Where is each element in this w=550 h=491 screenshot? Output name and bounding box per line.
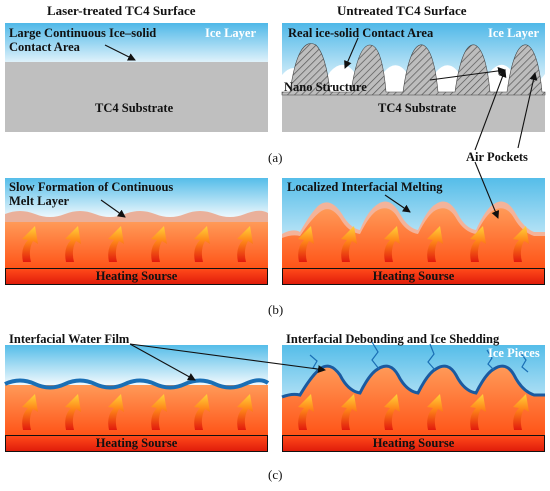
heat-arrow-icon [22, 226, 38, 262]
heat-arrow-icon [194, 394, 210, 430]
ice-crack [486, 349, 495, 371]
leader-water-film-right [129, 343, 326, 374]
heating-source-left: Heating Sourse [5, 435, 268, 452]
heating-source-right: Heating Sourse [282, 435, 545, 452]
header-untreated: Untreated TC4 Surface [337, 3, 467, 18]
leader-melt-layer [100, 199, 126, 218]
heated-substrate [5, 385, 268, 435]
label-water-film: Interfacial Water Film [9, 332, 130, 346]
label-substrate-right: TC4 Substrate [378, 101, 457, 115]
caption-b: (b) [268, 302, 284, 317]
leader-air-pocket-4 [474, 161, 500, 219]
heat-arrow-icon [384, 226, 400, 262]
panel-a-left [5, 23, 268, 132]
heat-arrow-icon [151, 394, 167, 430]
panel-c-left [4, 345, 270, 435]
melt-layer [5, 210, 268, 225]
ice-layer [5, 23, 268, 65]
heat-arrow-icon [513, 394, 529, 430]
label-real-contact: Real ice-solid Contact Area [288, 26, 434, 40]
leader-air-pocket-1 [429, 66, 506, 81]
leader-air-pocket-3 [517, 72, 538, 149]
ice-layer [5, 345, 268, 385]
label-ice-layer-right: Ice Layer [488, 26, 540, 40]
label-slow-formation-line2: Melt Layer [9, 194, 70, 208]
leader-real-contact [344, 37, 359, 69]
heating-source-right: Heating Sourse [282, 268, 545, 285]
heat-arrow-icon [427, 394, 443, 430]
panel-c-right [281, 341, 545, 435]
label-localized-melting: Localized Interfacial Melting [287, 180, 443, 194]
caption-c: (c) [268, 467, 283, 482]
heat-arrow-icon [341, 226, 357, 262]
ice-crack [519, 351, 529, 373]
ice-crack [427, 343, 436, 371]
heat-arrow-icon [22, 394, 38, 430]
leader-contact-area [104, 44, 136, 61]
label-debonding: Interfacial Debonding and Ice Shedding [286, 332, 500, 346]
heat-arrow-icon [151, 226, 167, 262]
heating-source-left: Heating Sourse [5, 268, 268, 285]
leader-air-pocket-2 [474, 69, 507, 151]
heat-arrow-icon [108, 394, 124, 430]
panel-b-left [5, 178, 268, 268]
heat-arrow-icon [298, 226, 314, 262]
ice-crack [371, 341, 380, 370]
leader-arrows [100, 37, 538, 381]
label-slow-formation-line1: Slow Formation of Continuous [9, 180, 174, 194]
heat-arrows [22, 226, 529, 430]
heat-arrow-icon [237, 226, 253, 262]
heat-arrow-icon [298, 394, 314, 430]
water-film [4, 378, 270, 390]
heat-arrow-icon [513, 226, 529, 262]
label-large-contact-line2: Contact Area [9, 40, 80, 54]
heat-arrow-icon [384, 394, 400, 430]
label-nano-structure: Nano Structure [284, 80, 367, 94]
heat-arrow-icon [470, 394, 486, 430]
label-ice-layer-left: Ice Layer [205, 26, 257, 40]
tc4-substrate [5, 62, 268, 132]
panel-a-right [281, 23, 546, 132]
heat-arrow-icon [237, 394, 253, 430]
tc4-substrate [282, 92, 545, 132]
heated-substrate [5, 222, 268, 268]
heat-arrow-icon [108, 226, 124, 262]
label-air-pockets: Air Pockets [466, 150, 528, 164]
heat-arrow-icon [427, 226, 443, 262]
heat-arrow-icon [194, 226, 210, 262]
label-ice-pieces: Ice Pieces [488, 346, 540, 360]
heat-arrow-icon [65, 394, 81, 430]
heat-arrow-icon [65, 226, 81, 262]
nano-structure [281, 43, 546, 96]
label-large-contact-line1: Large Continuous Ice–solid [9, 26, 157, 40]
leader-local-melting [384, 194, 411, 213]
label-substrate-left: TC4 Substrate [95, 101, 174, 115]
heat-arrow-icon [470, 226, 486, 262]
caption-a: (a) [268, 150, 283, 165]
header-laser-treated: Laser-treated TC4 Surface [47, 3, 196, 18]
leader-water-film-left [129, 343, 196, 381]
heat-arrow-icon [341, 394, 357, 430]
